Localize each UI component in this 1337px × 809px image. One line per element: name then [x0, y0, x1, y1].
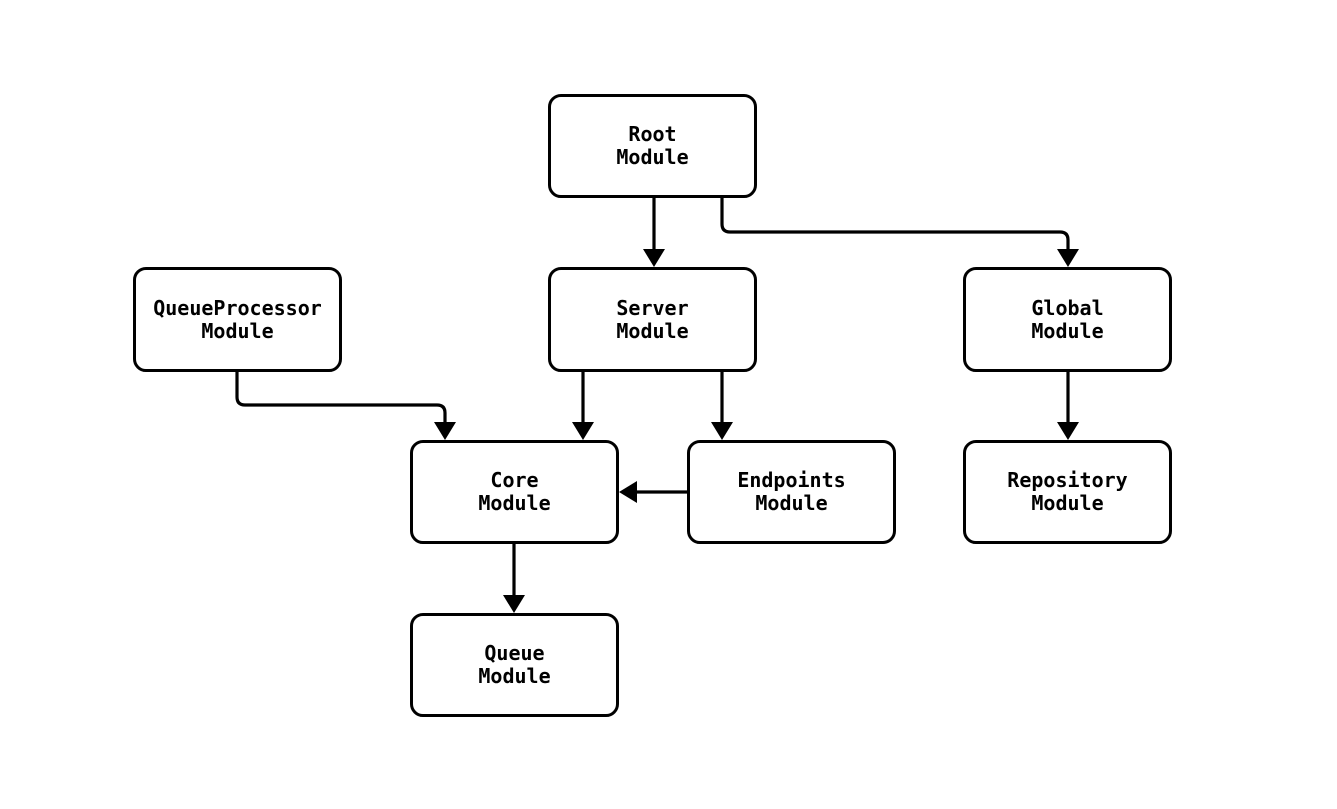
node-repository-label-line: Module [1031, 491, 1104, 515]
node-core-label-line: Module [478, 491, 551, 515]
arrowhead-root-to-server [643, 249, 665, 267]
node-endpoints-label-line: Endpoints [737, 468, 846, 492]
node-queue-label-line: Module [478, 664, 551, 688]
arrowhead-global-to-repository [1057, 422, 1079, 440]
arrowhead-server-to-core [572, 422, 594, 440]
node-server-label-line: Server [616, 295, 689, 320]
arrowhead-server-to-endpoints [711, 422, 733, 440]
arrowhead-core-to-queue [503, 595, 525, 613]
node-core-label-line: Core [490, 468, 539, 492]
edge-root-to-global [720, 198, 1070, 249]
arrowhead-root-to-global [1057, 249, 1079, 267]
node-endpoints-label-line: Module [755, 491, 828, 515]
node-repository-label-line: Repository [1007, 468, 1128, 492]
node-global-label-line: Global [1031, 295, 1104, 320]
node-root-label-line: Root [628, 122, 677, 146]
node-queueprocessor-label-line: Module [201, 318, 274, 343]
arrowhead-queueprocessor-to-core [434, 422, 456, 440]
edge-queueprocessor-to-core [235, 372, 447, 422]
node-global-label-line: Module [1031, 318, 1104, 343]
node-server-label-line: Module [616, 318, 689, 343]
node-root-label-line: Module [616, 145, 689, 169]
node-queue-label-line: Queue [484, 641, 545, 665]
arrowhead-endpoints-to-core [619, 481, 637, 503]
node-queueprocessor-label-line: QueueProcessor [153, 295, 322, 320]
